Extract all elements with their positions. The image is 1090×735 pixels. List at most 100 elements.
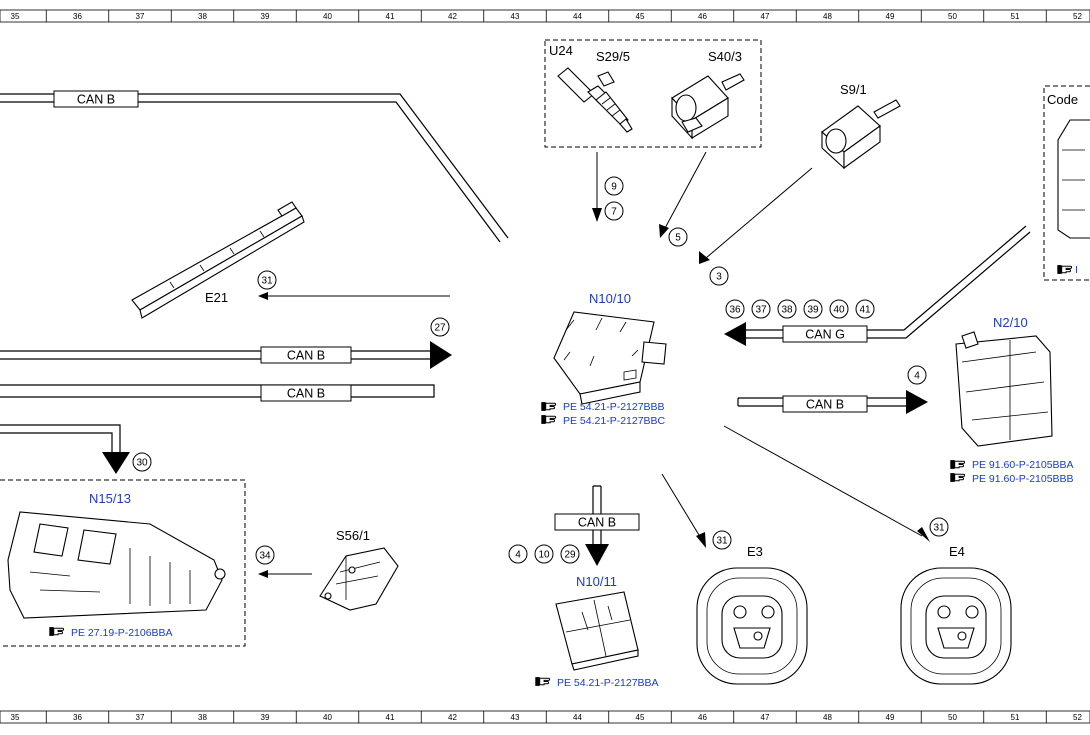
s29-5-temperature-sensor: [557, 67, 633, 133]
circle-34: 34: [255, 545, 275, 565]
can-g-bus: CAN G: [724, 225, 1031, 346]
ruler-number: 49: [886, 713, 895, 722]
circle-31-e3: 31: [712, 530, 732, 550]
circle-36: 36: [725, 299, 745, 319]
svg-text:7: 7: [611, 207, 617, 218]
n15-13-refs: PE 27.19-P-2106BBA: [49, 626, 173, 639]
circle-27: 27: [430, 317, 450, 337]
ruler-number: 48: [823, 12, 832, 21]
pointing-hand-icon: [950, 459, 966, 470]
ruler-number: 37: [136, 713, 145, 722]
wire-to-n15-13: [0, 424, 130, 474]
ruler-number: 39: [261, 12, 270, 21]
ruler-number: 44: [573, 12, 582, 21]
circle-29: 29: [560, 544, 580, 564]
n10-10-ref-2: PE 54.21-P-2127BBC: [563, 415, 666, 427]
circle-37: 37: [751, 299, 771, 319]
ruler-number: 43: [511, 713, 520, 722]
can-b-to-n2-10: CAN B: [737, 390, 928, 414]
ruler-number: 46: [698, 713, 707, 722]
s29-5-label: S29/5: [596, 49, 630, 64]
circle-10: 10: [534, 544, 554, 564]
svg-text:29: 29: [564, 550, 576, 561]
circle-31-e21: 31: [257, 270, 277, 290]
svg-text:41: 41: [859, 305, 871, 316]
n10-11-refs: PE 54.21-P-2127BBA: [535, 676, 659, 689]
ruler-number: 43: [511, 12, 520, 21]
ruler-number: 48: [823, 713, 832, 722]
circle-41: 41: [855, 299, 875, 319]
pointing-hand-icon: [49, 626, 65, 637]
u24-group: U24 S29/5 S40/3: [544, 39, 762, 148]
svg-text:30: 30: [136, 458, 148, 469]
ruler-number: 36: [73, 713, 82, 722]
svg-text:31: 31: [261, 276, 273, 287]
ruler-number: 42: [448, 12, 457, 21]
ruler-number: 37: [136, 12, 145, 21]
svg-text:3: 3: [716, 272, 722, 283]
n10-11-label: N10/11: [576, 574, 617, 589]
circle-31-e4: 31: [929, 517, 949, 537]
center-signal-arrows: [592, 151, 813, 264]
pointing-hand-icon: [950, 472, 966, 483]
n2-10-module: N2/10 PE 91.60-P-2105BBA PE 91.60-P-2105…: [950, 315, 1074, 485]
ruler-number: 38: [198, 12, 207, 21]
svg-text:5: 5: [675, 233, 681, 244]
ruler-number: 49: [886, 12, 895, 21]
n15-13-group: N15/13 PE 27.19-P-2106BBA: [0, 479, 246, 647]
svg-text:9: 9: [611, 182, 617, 193]
n10-11-module: N10/11 PE 54.21-P-2127BBA: [535, 574, 659, 689]
circle-9: 9: [604, 176, 624, 196]
e3-lamp: E3: [696, 544, 808, 685]
s40-3-label: S40/3: [708, 49, 742, 64]
ruler-number: 52: [1073, 713, 1082, 722]
svg-text:4: 4: [914, 371, 920, 382]
circle-7: 7: [604, 201, 624, 221]
svg-text:4: 4: [515, 550, 521, 561]
pointing-hand-icon: [541, 401, 557, 412]
s9-1-label: S9/1: [840, 82, 867, 97]
n15-13-ref-1: PE 27.19-P-2106BBA: [71, 627, 173, 639]
s56-1-label: S56/1: [336, 528, 370, 543]
e3-label: E3: [747, 544, 763, 559]
n2-10-ref-1: PE 91.60-P-2105BBA: [972, 459, 1074, 471]
s56-1-switch: S56/1: [319, 528, 399, 611]
can-b-to-n10-11: CAN B: [554, 485, 640, 566]
ruler-number: 40: [323, 713, 332, 722]
circle-38: 38: [777, 299, 797, 319]
pointing-hand-icon: [535, 676, 551, 687]
svg-text:36: 36: [729, 305, 741, 316]
n10-10-label: N10/10: [589, 291, 631, 306]
e21-label: E21: [205, 290, 228, 305]
ruler-number: 44: [573, 713, 582, 722]
ruler-number: 38: [198, 713, 207, 722]
can-g-label: CAN G: [805, 328, 845, 342]
can-b-upper-bus: CAN B: [0, 90, 509, 243]
svg-text:10: 10: [538, 550, 550, 561]
n2-10-ref-2: PE 91.60-P-2105BBB: [972, 473, 1074, 485]
n2-10-label: N2/10: [993, 315, 1028, 330]
can-b-plain-bus: CAN B: [0, 384, 435, 402]
svg-text:34: 34: [259, 551, 271, 562]
svg-text:39: 39: [807, 305, 819, 316]
can-b-label-lower: CAN B: [287, 387, 325, 401]
can-b-arrow-27: CAN B: [0, 341, 452, 369]
ruler-number: 47: [761, 12, 770, 21]
svg-text:37: 37: [755, 305, 767, 316]
ruler-number: 45: [636, 713, 645, 722]
e21-component: E21: [131, 201, 305, 319]
svg-text:40: 40: [833, 305, 845, 316]
circle-3: 3: [709, 266, 729, 286]
ruler-number: 36: [73, 12, 82, 21]
s40-3-switch: [671, 73, 745, 140]
ruler-number: 39: [261, 713, 270, 722]
u24-label: U24: [549, 43, 573, 58]
s9-1-switch: S9/1: [821, 82, 901, 170]
ruler-number: 35: [11, 713, 20, 722]
n10-10-ref-1: PE 54.21-P-2127BBB: [563, 401, 665, 413]
n10-10-module: N10/10 PE 54.21-P-2127BBB PE 54.21-P-212…: [541, 291, 667, 427]
circle-39: 39: [803, 299, 823, 319]
ruler-number: 35: [11, 12, 20, 21]
wires-to-lamps: [661, 425, 930, 548]
